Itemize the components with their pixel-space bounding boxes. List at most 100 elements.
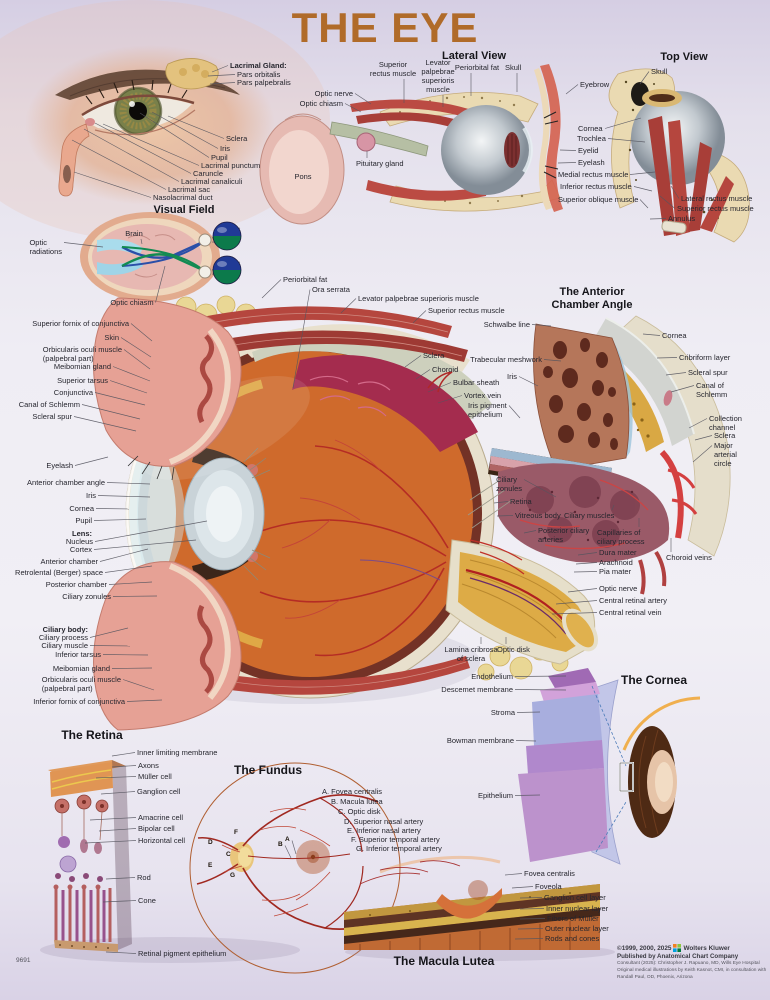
main-eye-top-label: Ora serrata [312, 285, 350, 294]
wolters-kluwer-logo-icon [673, 944, 682, 952]
external-eye-label: Iris [220, 144, 230, 153]
heading-the-retina: The Retina [61, 728, 123, 742]
fundus-legend-label: F. Superior temporal artery [351, 835, 440, 844]
cornea-layers-label: Bowman membrane [446, 736, 514, 745]
orbit-shared-label: Trochlea [577, 134, 606, 143]
lateral-view-label: Periorbital fat [454, 63, 500, 72]
main-eye-right-label: Bulbar sheath [453, 378, 500, 387]
main-eye-right-label: Central retinal vein [599, 608, 662, 617]
anterior-chamber-angle-label: Canal of Schlemm [696, 381, 728, 399]
main-eye-left-label: Lens: [71, 529, 92, 538]
retina-layers-label: Ganglion cell [137, 787, 181, 796]
lateral-view-label: Levator palpebrae superioris muscle [421, 58, 455, 94]
external-eye-illustration [25, 45, 275, 205]
heading-top-view: Top View [660, 51, 708, 63]
fundus-legend-label: A. Fovea centralis [322, 787, 383, 796]
cornea-layers-label: Descemet membrane [441, 685, 513, 694]
fundus-legend-label: D. Superior nasal artery [344, 817, 424, 826]
retina-layers-label: Bipolar cell [138, 824, 175, 833]
main-eye-left-label: Meibomian gland [52, 664, 110, 673]
fundus-markers-label: D [208, 839, 213, 846]
orbit-shared-label: Eyebrow [580, 80, 610, 89]
external-eye-label: Lacrimal sac [168, 185, 211, 194]
main-eye-left-label: Cortex [69, 545, 92, 554]
main-eye-left-label: Nucleus [65, 537, 93, 546]
main-eye-right-label: Retina [510, 497, 532, 506]
main-eye-left-label: Skin [104, 333, 119, 342]
retina-layers-label: Axons [138, 761, 159, 770]
fundus-markers-label: G [230, 872, 236, 879]
cornea-layers-label: Stroma [490, 708, 515, 717]
external-eye-label: Lacrimal canaliculi [181, 177, 243, 186]
anterior-chamber-angle-label: Collection channel [709, 414, 742, 432]
macula-layers-label: Ganglion cell layer [544, 893, 606, 902]
anterior-chamber-angle-label: Iris [507, 372, 517, 381]
main-eye-top-label: Periorbital fat [283, 275, 328, 284]
macula-layers-label: Fibers of Müller [547, 914, 599, 923]
main-eye-left-label: Canal of Schlemm [18, 400, 80, 409]
main-eye-right-label: Choroid veins [666, 553, 712, 562]
brand-name: Wolters Kluwer [683, 944, 730, 952]
main-eye-left-label: Posterior chamber [45, 580, 107, 589]
main-eye-illustration [93, 295, 598, 731]
fundus-markers-label: B [278, 841, 283, 848]
retina-layers-label: Müller cell [138, 772, 172, 781]
page-title: THE EYE [291, 4, 479, 51]
top-view-label: Lateral rectus muscle [681, 194, 753, 203]
main-eye-left-label: Superior fornix of conjunctiva [32, 319, 129, 328]
fundus-markers-label: C [226, 851, 231, 858]
main-eye-right-label: Sclera [423, 351, 445, 360]
top-view-illustration [608, 68, 750, 243]
orbit-shared-label: Eyelid [578, 146, 599, 155]
main-eye-left-label: Orbicularis oculi muscle (palpebral part… [42, 345, 122, 363]
main-eye-left-label: Ciliary process [38, 633, 88, 642]
main-eye-left-label: Superior tarsus [57, 376, 108, 385]
external-eye-label: Sclera [226, 134, 248, 143]
main-eye-left-label: Conjunctiva [53, 388, 93, 397]
external-eye-label: Lacrimal punctum [201, 161, 261, 170]
main-eye-left-label: Orbicularis oculi muscle (palpebral part… [41, 675, 121, 693]
retina-layers-label: Horizontal cell [138, 836, 186, 845]
anterior-chamber-angle-label: Trabecular meshwork [470, 355, 542, 364]
retina-layers-label: Cone [138, 896, 156, 905]
main-eye-right-label: Vortex vein [464, 391, 502, 400]
external-eye-label: Pars orbitalis [237, 70, 281, 79]
main-eye-left-label: Anterior chamber [40, 557, 98, 566]
lateral-view-label: Optic chiasm [299, 99, 343, 108]
heading-the-macula-lutea: The Macula Lutea [393, 954, 495, 968]
anterior-chamber-angle-label: Cornea [662, 331, 687, 340]
main-eye-left-label: Eyelash [46, 461, 73, 470]
orbit-shared-label: Cornea [578, 124, 603, 133]
main-eye-left-label: Pupil [75, 516, 92, 525]
external-eye-label: Lacrimal Gland: [230, 61, 287, 70]
lateral-view-label: Optic nerve [314, 89, 353, 98]
item-number: 9691 [16, 957, 31, 964]
retina-layers-label: Amacrine cell [138, 813, 184, 822]
heading-the-fundus: The Fundus [234, 763, 302, 777]
orbit-shared-label: Eyelash [578, 158, 605, 167]
fundus-markers-label: A [285, 836, 290, 843]
footer-credits: ©1999, 2000, 2025 Wolters Kluwer Publish… [617, 944, 767, 981]
external-eye-label: Pupil [211, 153, 228, 162]
top-view-label: Annulus [668, 214, 696, 223]
main-eye-right-label: Posterior ciliary arteries [538, 526, 590, 544]
anterior-chamber-angle-label: Cribriform layer [679, 353, 731, 362]
main-eye-left-label: Ciliary muscle [41, 641, 88, 650]
visual-field-label: Optic radiations [29, 238, 62, 256]
consultant-line: Consultant (2025): Christopher J. Rapuan… [617, 961, 760, 966]
main-eye-right-label: Optic nerve [599, 584, 638, 593]
macula-layers-label: Outer nuclear layer [545, 924, 609, 933]
main-eye-top-label: Superior rectus muscle [428, 306, 505, 315]
retina-layers-label: Rod [137, 873, 151, 882]
main-eye-top-label: Levator palpebrae superioris muscle [358, 294, 479, 303]
macula-layers-label: Fovea centralis [524, 869, 575, 878]
macula-layers-label: Inner nuclear layer [546, 904, 609, 913]
cornea-layers-label: Endothelium [471, 672, 513, 681]
lateral-view-illustration [259, 64, 563, 225]
main-eye-right-label: Capillaries of ciliary process [597, 528, 645, 546]
main-eye-right-label: Pia mater [599, 567, 632, 576]
publisher-line: Published by Anatomical Chart Company [617, 953, 739, 960]
main-eye-right-label: Iris pigment epithelium [468, 401, 507, 419]
